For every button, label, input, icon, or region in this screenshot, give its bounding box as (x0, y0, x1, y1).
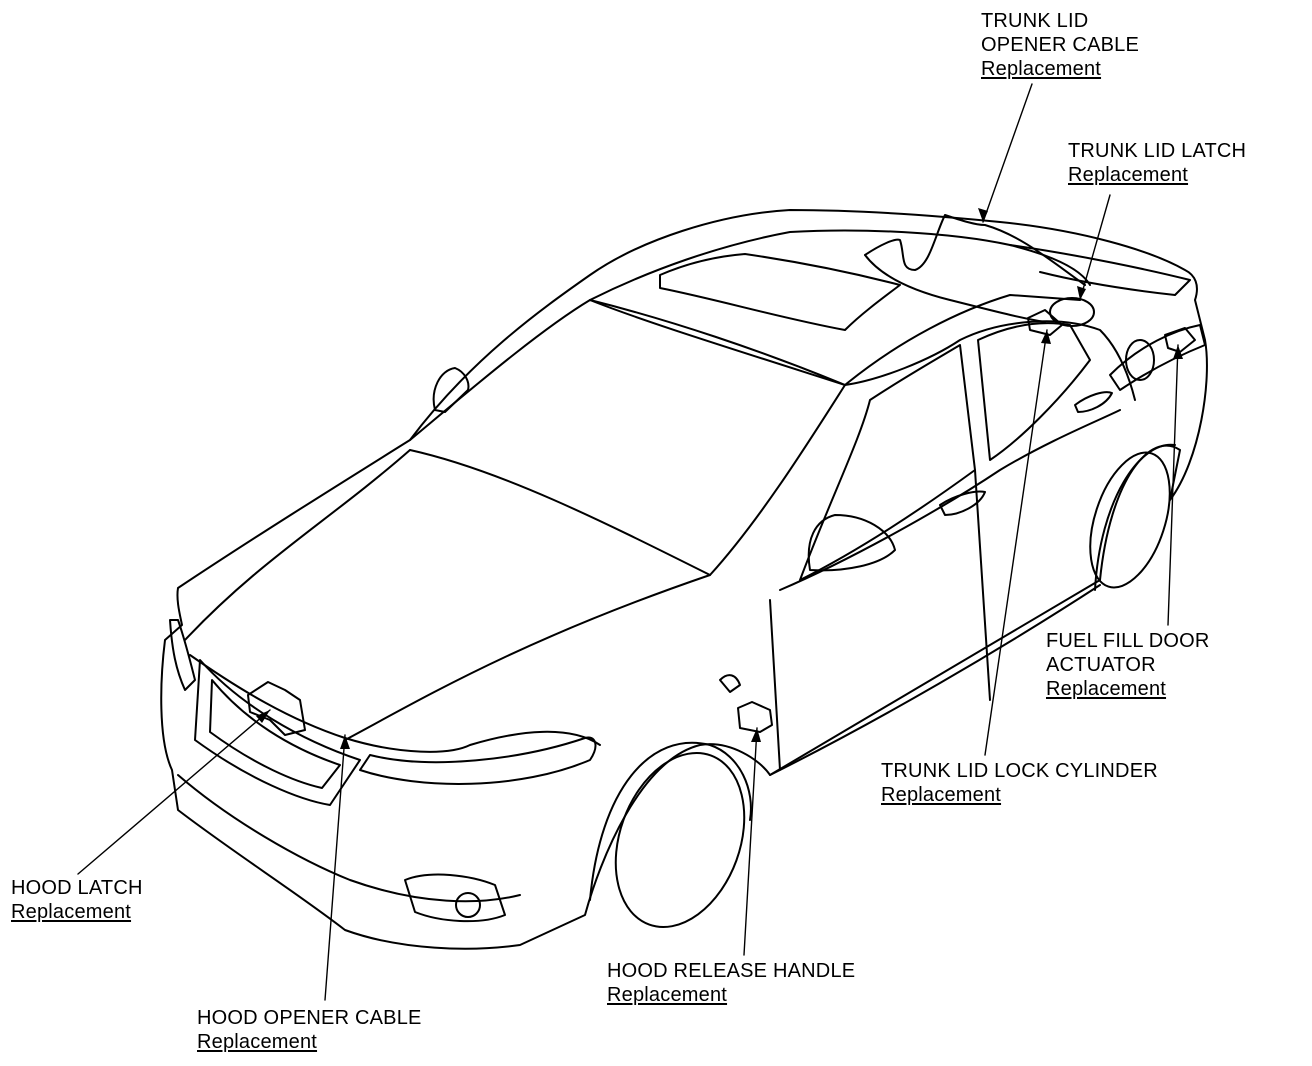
leader-hood-latch (77, 709, 271, 875)
callout-title: FUEL FILL DOOR ACTUATOR (1046, 630, 1210, 676)
front-door-window (799, 344, 976, 581)
leader-lines (77, 83, 1179, 1001)
replacement-link[interactable]: Replacement (1046, 678, 1167, 700)
leader-trunk-lid-lock-cylinder (984, 329, 1048, 756)
side-body-line (844, 320, 1136, 401)
callout-title: HOOD RELEASE HANDLE (607, 960, 856, 982)
hood-release-bracket (719, 674, 741, 693)
callout-title: TRUNK LID LATCH (1068, 140, 1247, 162)
door-shut-line (769, 599, 781, 771)
leader-trunk-lid-opener-cable (982, 83, 1033, 223)
arrowhead-hood-cable (340, 735, 350, 749)
callout-title: TRUNK LID LOCK CYLINDER (881, 760, 1158, 782)
hood-release-handle-part (737, 701, 773, 733)
replacement-link[interactable]: Replacement (1068, 164, 1189, 186)
left-headlight (169, 619, 196, 691)
trunk-lid-opener-cable-lower (864, 254, 1046, 323)
replacement-link[interactable]: Replacement (607, 984, 728, 1006)
arrowhead-hood-latch (256, 710, 270, 723)
trunk-lid-lock-cylinder-part (1027, 309, 1063, 336)
car-body-outline (160, 209, 1208, 950)
callout-title: TRUNK LID OPENER CABLE (981, 10, 1140, 56)
rear-door-window (977, 322, 1091, 461)
tail-light (1109, 324, 1206, 391)
door-shut-line-2 (974, 469, 991, 701)
arrowhead-fuel-door (1173, 345, 1183, 359)
right-side-mirror (807, 514, 896, 572)
replacement-link[interactable]: Replacement (197, 1031, 318, 1053)
arrowhead-hood-release (751, 728, 761, 742)
leader-fuel-fill-door-actuator (1167, 344, 1179, 626)
front-bumper (177, 774, 521, 903)
grille-inner (209, 679, 341, 789)
beltline (779, 409, 1121, 591)
roof-front-edge (589, 299, 846, 386)
callout-hood-opener-cable: HOOD OPENER CABLE Replacement (197, 1006, 422, 1054)
fuel-fill-door-actuator-part (1164, 327, 1196, 353)
arrowhead-trunk-latch (1077, 286, 1086, 300)
callout-title: HOOD OPENER CABLE (197, 1007, 422, 1029)
hood-front-edge (189, 654, 601, 753)
leader-arrowheads (256, 208, 1183, 749)
fog-light-housing (404, 873, 506, 923)
right-headlight (359, 736, 597, 785)
callout-fuel-fill-door-actuator: FUEL FILL DOOR ACTUATOR Replacement (1046, 629, 1210, 701)
rocker-line (769, 584, 1101, 776)
leader-trunk-lid-latch (1079, 194, 1111, 301)
front-grille (194, 659, 361, 806)
front-door-handle (939, 490, 986, 516)
callout-trunk-lid-opener-cable: TRUNK LID OPENER CABLE Replacement (981, 9, 1139, 81)
leader-hood-opener-cable (324, 734, 346, 1001)
hood-latch-part (247, 681, 306, 736)
sunroof (659, 253, 901, 331)
callout-title: HOOD LATCH (11, 877, 143, 899)
front-wheel-arch (589, 741, 752, 901)
trunk-lid-opener-cable (864, 214, 1086, 286)
callout-trunk-lid-latch: TRUNK LID LATCH Replacement (1068, 139, 1246, 187)
replacement-link[interactable]: Replacement (11, 901, 132, 923)
rear-wheel (1089, 451, 1171, 589)
rear-wheel-arch (1094, 443, 1176, 591)
fog-light (455, 892, 481, 918)
hood-crease-right (344, 574, 711, 741)
rear-door-handle (1074, 391, 1113, 413)
leader-hood-release-handle (743, 727, 758, 956)
fuel-fill-door (1125, 339, 1155, 381)
replacement-link[interactable]: Replacement (881, 784, 1002, 806)
arrowhead-trunk-cable (978, 208, 988, 222)
hood-crease-left (184, 449, 411, 641)
callout-trunk-lid-lock-cylinder: TRUNK LID LOCK CYLINDER Replacement (881, 759, 1158, 807)
windshield (409, 299, 846, 576)
arrowhead-trunk-lock (1041, 330, 1051, 344)
trunk-lid-latch-part (1049, 297, 1095, 327)
rear-window (844, 294, 1081, 386)
replacement-link[interactable]: Replacement (981, 58, 1102, 80)
callout-hood-latch: HOOD LATCH Replacement (11, 876, 143, 924)
left-side-mirror (432, 367, 470, 413)
front-wheel (614, 751, 746, 929)
callout-hood-release-handle: HOOD RELEASE HANDLE Replacement (607, 959, 855, 1007)
